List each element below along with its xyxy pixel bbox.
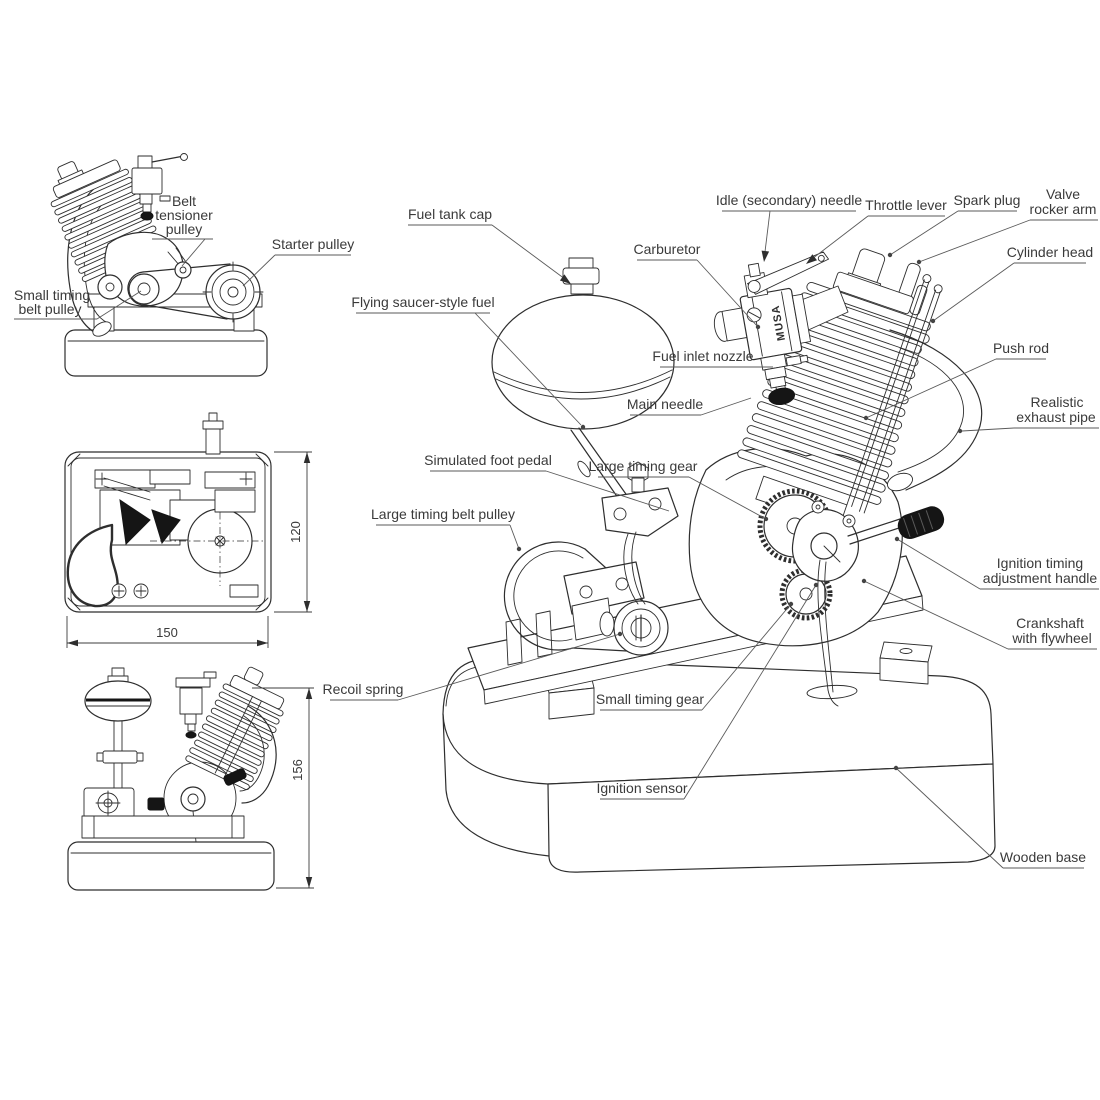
svg-text:Carburetor: Carburetor (634, 241, 701, 257)
label-simulated-foot-pedal: Simulated foot pedal (424, 452, 670, 512)
svg-text:adjustment handle: adjustment handle (983, 570, 1098, 586)
svg-text:Large timing belt pulley: Large timing belt pulley (371, 506, 515, 522)
svg-text:Belt: Belt (172, 193, 196, 209)
label-crankshaft-with-flywheel: Crankshaft with flywheel (861, 578, 1097, 650)
dimension-150: 150 (66, 616, 269, 648)
timing-gears (757, 488, 859, 621)
svg-text:Flying saucer-style fuel: Flying saucer-style fuel (351, 294, 494, 310)
top-bolt-marks (95, 472, 253, 486)
base-clamp-block-right (879, 641, 933, 685)
dim-front-height: 156 (290, 759, 305, 781)
label-belt-tensioner-pulley: Belt tensioner pulley (152, 193, 213, 267)
svg-text:belt pulley: belt pulley (18, 301, 81, 317)
svg-text:Wooden base: Wooden base (1000, 849, 1086, 865)
svg-text:Ignition sensor: Ignition sensor (596, 780, 687, 796)
svg-text:Crankshaft: Crankshaft (1016, 615, 1084, 631)
label-throttle-lever: Throttle lever (806, 197, 947, 264)
front-view-drawing (67, 666, 285, 891)
top-right-bracket (204, 471, 259, 598)
label-fuel-tank-cap: Fuel tank cap (408, 206, 571, 284)
label-flying-saucer-fuel: Flying saucer-style fuel (351, 294, 586, 430)
label-spark-plug: Spark plug (887, 192, 1021, 258)
svg-text:Cylinder head: Cylinder head (1007, 244, 1093, 260)
svg-text:Ignition timing: Ignition timing (997, 555, 1083, 571)
front-base (67, 841, 275, 891)
base-wire-hole (806, 684, 858, 700)
svg-text:Throttle lever: Throttle lever (865, 197, 947, 213)
svg-text:exhaust pipe: exhaust pipe (1016, 409, 1096, 425)
svg-text:Large timing gear: Large timing gear (589, 458, 698, 474)
svg-text:Fuel inlet nozzle: Fuel inlet nozzle (652, 348, 753, 364)
svg-text:Spark plug: Spark plug (954, 192, 1021, 208)
svg-text:Small timing: Small timing (14, 287, 90, 303)
svg-text:Valve: Valve (1046, 186, 1080, 202)
label-large-timing-belt-pulley: Large timing belt pulley (371, 506, 522, 552)
front-crank-assembly (81, 786, 245, 843)
main-view-drawing: MUSA (442, 248, 996, 873)
label-ignition-timing-adjustment-handle: Ignition timing adjustment handle (894, 536, 1099, 590)
label-ignition-sensor: Ignition sensor (596, 582, 819, 800)
dim-top-width: 150 (156, 625, 178, 640)
top-recoil-handle (66, 523, 119, 608)
top-view-drawing (64, 412, 272, 613)
ignition-timing-handle (847, 506, 945, 545)
front-carburetor (175, 671, 217, 739)
side-carburetor (131, 153, 188, 221)
front-fuel-tank (84, 667, 152, 819)
svg-text:pulley: pulley (166, 221, 203, 237)
label-carburetor: Carburetor (634, 241, 761, 330)
svg-text:Fuel tank cap: Fuel tank cap (408, 206, 492, 222)
label-main-needle: Main needle (627, 396, 752, 416)
push-rods (846, 274, 943, 514)
exhaust-pipe (887, 329, 983, 492)
top-carburetor (202, 412, 224, 455)
label-fuel-inlet-nozzle: Fuel inlet nozzle (652, 348, 773, 368)
idle-needle-part (747, 262, 761, 278)
label-cylinder-head: Cylinder head (930, 244, 1093, 324)
svg-text:tensioner: tensioner (155, 207, 213, 223)
labels-layer: Belt tensioner pulley Starter pulley Sma… (14, 186, 1099, 869)
ignition-sensor-wires (817, 559, 839, 707)
dimension-156: 156 (252, 687, 314, 889)
pedal-assembly (570, 427, 679, 605)
front-exhaust-pipe (223, 705, 277, 804)
label-large-timing-gear: Large timing gear (589, 458, 769, 522)
label-idle-secondary-needle: Idle (secondary) needle (716, 192, 863, 262)
main-needle-part (768, 387, 796, 406)
wooden-base (442, 641, 996, 873)
svg-text:Small timing gear: Small timing gear (596, 691, 704, 707)
svg-text:with flywheel: with flywheel (1011, 630, 1091, 646)
svg-text:Idle (secondary) needle: Idle (secondary) needle (716, 192, 863, 208)
svg-text:Push rod: Push rod (993, 340, 1049, 356)
fuel-tank (491, 257, 675, 430)
label-wooden-base: Wooden base (893, 765, 1086, 869)
crank-recoil-assembly (563, 561, 669, 656)
label-small-timing-belt-pulley: Small timing belt pulley (14, 287, 142, 320)
svg-text:Recoil spring: Recoil spring (323, 681, 404, 697)
svg-text:rocker arm: rocker arm (1030, 201, 1097, 217)
side-belt-drive (97, 247, 264, 323)
svg-text:Realistic: Realistic (1031, 394, 1084, 410)
svg-text:Simulated foot pedal: Simulated foot pedal (424, 452, 552, 468)
svg-text:Main needle: Main needle (627, 396, 703, 412)
label-starter-pulley: Starter pulley (242, 236, 354, 287)
label-recoil-spring: Recoil spring (323, 631, 623, 701)
side-view-drawing (50, 153, 268, 377)
top-flywheel (150, 498, 266, 586)
dim-top-height: 120 (288, 521, 303, 543)
label-push-rod: Push rod (863, 340, 1049, 421)
foot-pedal-part (601, 487, 679, 537)
svg-text:Starter pulley: Starter pulley (272, 236, 354, 252)
label-valve-rocker-arm: Valve rocker arm (916, 186, 1098, 265)
label-realistic-exhaust-pipe: Realistic exhaust pipe (957, 394, 1099, 434)
side-crankcase (104, 231, 184, 307)
front-cylinder (185, 666, 285, 791)
dimension-120: 120 (274, 451, 312, 613)
label-small-timing-gear: Small timing gear (596, 601, 794, 711)
